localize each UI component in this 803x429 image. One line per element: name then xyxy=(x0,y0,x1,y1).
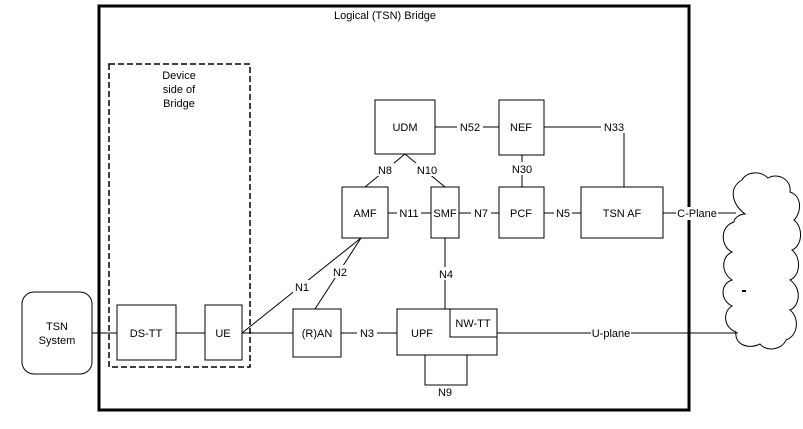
link-n33-nef-tsn-af xyxy=(544,126,625,187)
nef-node xyxy=(498,99,545,156)
ds-tt-node xyxy=(116,304,177,361)
amf-label: AMF xyxy=(353,208,377,220)
ran-node xyxy=(292,308,342,358)
logical-bridge-title: Logical (TSN) Bridge xyxy=(334,10,436,22)
nw-tt-node xyxy=(449,308,498,338)
interface-n9-label: N9 xyxy=(438,387,452,399)
udm-node xyxy=(374,99,436,155)
smf-node xyxy=(430,186,460,239)
ran-label: (R)AN xyxy=(302,328,333,340)
smf-label: SMF xyxy=(433,208,457,220)
upf-label: UPF xyxy=(411,328,433,340)
udm-label: UDM xyxy=(392,122,417,134)
interface-n30-label: N30 xyxy=(512,164,532,176)
c-plane-label: C-Plane xyxy=(677,208,717,220)
interface-n11-label: N11 xyxy=(399,208,418,220)
ue-node xyxy=(204,304,243,361)
nef-label: NEF xyxy=(510,122,532,134)
pcf-label: PCF xyxy=(510,208,532,220)
interface-n8-label: N8 xyxy=(378,165,392,177)
tsn-af-label: TSN AF xyxy=(603,208,642,220)
cloud-mark xyxy=(742,290,746,292)
device-side-label-line2: side of xyxy=(163,84,196,96)
u-plane-label: U-plane xyxy=(592,328,631,340)
tsn-system-label-line1: TSN xyxy=(46,321,68,333)
tsn-af-node xyxy=(580,186,664,239)
tsn-system-label-line2: System xyxy=(39,335,76,347)
interface-n7-label: N7 xyxy=(474,208,488,220)
device-side-label-line1: Device xyxy=(162,70,196,82)
interface-n52-label: N52 xyxy=(460,122,480,134)
ds-tt-label: DS-TT xyxy=(130,328,163,340)
interface-n4-label: N4 xyxy=(439,269,453,281)
ue-label: UE xyxy=(215,328,230,340)
interface-n3-label: N3 xyxy=(360,328,374,340)
interface-n10-label: N10 xyxy=(417,165,437,177)
device-side-frame xyxy=(108,63,251,368)
interface-n33-label: N33 xyxy=(604,122,624,134)
amf-node xyxy=(341,186,389,239)
tsn-system-node xyxy=(21,291,93,375)
pcf-node xyxy=(498,186,545,239)
interface-n5-label: N5 xyxy=(556,208,570,220)
nw-tt-label: NW-TT xyxy=(455,318,491,330)
device-side-label-line3: Bridge xyxy=(163,98,195,110)
external-network-cloud xyxy=(722,172,801,350)
link-n9-loop xyxy=(424,355,468,386)
interface-n2-label: N2 xyxy=(333,267,347,279)
interface-n1-label: N1 xyxy=(295,282,309,294)
